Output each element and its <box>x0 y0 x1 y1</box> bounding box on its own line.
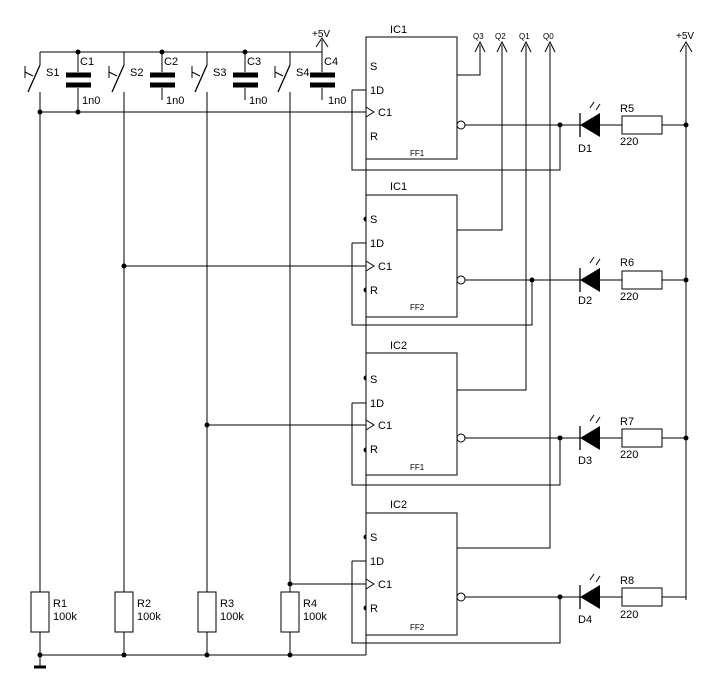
led-d3: D3 <box>578 414 622 467</box>
top-supply-rail: +5V <box>40 29 330 72</box>
pin-1d: 1D <box>370 556 384 568</box>
resistor-value: 100k <box>303 611 327 623</box>
flipflop-ic-label: IC1 <box>390 24 407 36</box>
pin-s: S <box>370 61 377 73</box>
resistor-r8: R8 220 <box>620 575 687 621</box>
resistor-value: 220 <box>620 136 638 148</box>
resistor-value: 100k <box>53 611 77 623</box>
resistor-name: R8 <box>620 575 634 587</box>
top-supply-label: +5V <box>312 29 330 40</box>
pin-r: R <box>370 285 378 297</box>
pin-s: S <box>370 374 377 386</box>
flipflop-ic-label: IC2 <box>390 499 407 511</box>
led-label: D4 <box>578 614 592 626</box>
resistor-r4: R4 100k <box>280 591 327 633</box>
switch-label: S1 <box>46 67 59 79</box>
pin-c1: C1 <box>378 107 392 119</box>
flipflop-ic1-ff1: IC1 S 1D C1 R FF1 <box>351 24 580 171</box>
output-q2-label: Q2 <box>495 32 506 41</box>
ground-rail <box>34 52 369 669</box>
led-label: D2 <box>578 295 592 307</box>
pin-c1: C1 <box>378 420 392 432</box>
capacitor-value: 1n0 <box>82 95 100 107</box>
pin-c1: C1 <box>378 261 392 273</box>
resistor-value: 220 <box>620 609 638 621</box>
capacitor-c1: C1 1n0 <box>66 56 100 112</box>
output-q1-label: Q1 <box>519 32 530 41</box>
flipflop-name: FF2 <box>410 303 425 312</box>
resistor-r7: R7 220 <box>620 416 686 461</box>
capacitor-c4: C4 1n0 <box>310 56 346 107</box>
pin-c1: C1 <box>378 579 392 591</box>
resistor-r2: R2 100k <box>114 591 161 633</box>
flipflop-name: FF1 <box>410 149 425 158</box>
resistor-name: R5 <box>620 103 634 115</box>
resistor-value: 100k <box>137 611 161 623</box>
pin-1d: 1D <box>370 85 384 97</box>
pin-1d: 1D <box>370 238 384 250</box>
resistor-r5: R5 220 <box>620 103 686 148</box>
flipflop-ic2-ff2: IC2 S 1D C1 R FF2 <box>351 499 580 644</box>
resistor-value: 220 <box>620 291 638 303</box>
led-d2: D2 <box>578 256 622 307</box>
switch-s4: S4 <box>274 52 309 655</box>
led-d4: D4 <box>578 573 622 626</box>
output-q3-label: Q3 <box>473 32 484 41</box>
resistor-r6: R6 220 <box>620 257 686 303</box>
capacitor-c3: C3 1n0 <box>233 56 267 107</box>
pin-s: S <box>370 532 377 544</box>
switch-s1: S1 <box>24 52 59 655</box>
pin-r: R <box>370 444 378 456</box>
resistor-name: R1 <box>53 598 67 610</box>
resistor-name: R3 <box>220 598 234 610</box>
resistor-value: 220 <box>620 449 638 461</box>
led-label: D1 <box>578 143 592 155</box>
flipflop-ic1-ff2: IC1 S 1D C1 R FF2 <box>351 181 580 326</box>
capacitor-name: C1 <box>80 56 94 68</box>
flipflop-ic-label: IC2 <box>390 340 407 352</box>
switch-s2: S2 <box>108 52 143 655</box>
output-lines: Q3 Q2 Q1 Q0 <box>457 32 556 549</box>
capacitor-c2: C2 1n0 <box>150 56 184 107</box>
pin-r: R <box>370 603 378 615</box>
switch-s3: S3 <box>191 52 226 655</box>
resistor-name: R6 <box>620 257 634 269</box>
resistor-name: R4 <box>303 598 317 610</box>
output-q0-label: Q0 <box>543 32 554 41</box>
pin-r: R <box>370 131 378 143</box>
capacitor-value: 1n0 <box>328 95 346 107</box>
flipflop-name: FF2 <box>410 623 425 632</box>
flipflop-ic2-ff1: IC2 S 1D C1 R FF1 <box>351 340 580 486</box>
flipflop-name: FF1 <box>410 463 425 472</box>
switch-label: S3 <box>213 67 226 79</box>
switch-label: S4 <box>296 67 309 79</box>
switch-label: S2 <box>130 67 143 79</box>
right-supply-label: +5V <box>676 31 694 42</box>
capacitor-name: C3 <box>247 56 261 68</box>
capacitor-name: C4 <box>324 56 338 68</box>
flipflop-ic-label: IC1 <box>390 181 407 193</box>
capacitor-name: C2 <box>164 56 178 68</box>
right-supply-rail: +5V <box>676 31 694 600</box>
led-d1: D1 <box>578 101 622 155</box>
pin-s: S <box>370 214 377 226</box>
resistor-r3: R3 100k <box>197 591 244 633</box>
resistor-r1: R1 100k <box>30 591 77 633</box>
led-label: D3 <box>578 455 592 467</box>
resistor-value: 100k <box>220 611 244 623</box>
resistor-name: R7 <box>620 416 634 428</box>
capacitor-value: 1n0 <box>166 95 184 107</box>
capacitor-value: 1n0 <box>249 95 267 107</box>
pin-1d: 1D <box>370 398 384 410</box>
resistor-name: R2 <box>137 598 151 610</box>
clock-wires <box>37 109 366 587</box>
